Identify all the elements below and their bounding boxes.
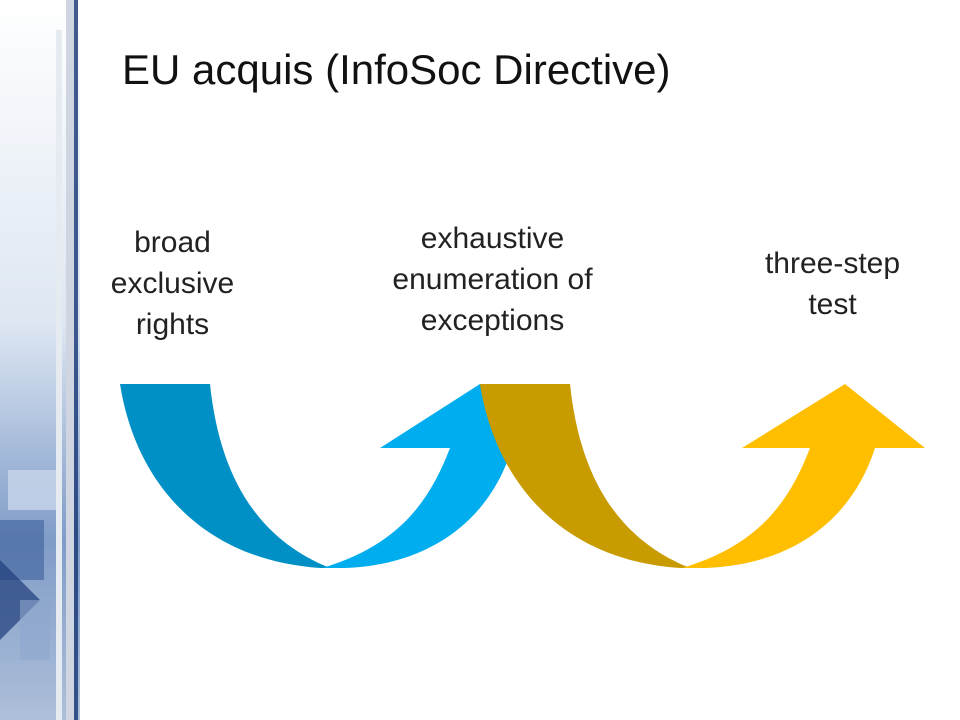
step-label-line: test (808, 288, 857, 321)
step-label-line: exceptions (420, 304, 565, 337)
slide-title: EU acquis (InfoSoc Directive) (122, 46, 671, 93)
side-decoration (0, 0, 80, 720)
gold-arrow-rise (682, 384, 925, 568)
step-label-line: enumeration of (392, 263, 593, 296)
step-label-line: exclusive (110, 267, 235, 300)
blue-arrow-descend (120, 384, 330, 568)
step-label-line: rights (135, 308, 210, 341)
step-label-broad-exclusive-rights: broad exclusive rights (70, 222, 275, 345)
step-label-line: broad (134, 226, 211, 259)
gold-arrow-descend (480, 384, 690, 568)
step-label-exhaustive-exceptions: exhaustive enumeration of exceptions (340, 218, 645, 341)
step-label-line: exhaustive (420, 222, 565, 255)
step-label-line: three-step (764, 247, 901, 280)
step-label-three-step-test: three-step test (725, 243, 940, 325)
